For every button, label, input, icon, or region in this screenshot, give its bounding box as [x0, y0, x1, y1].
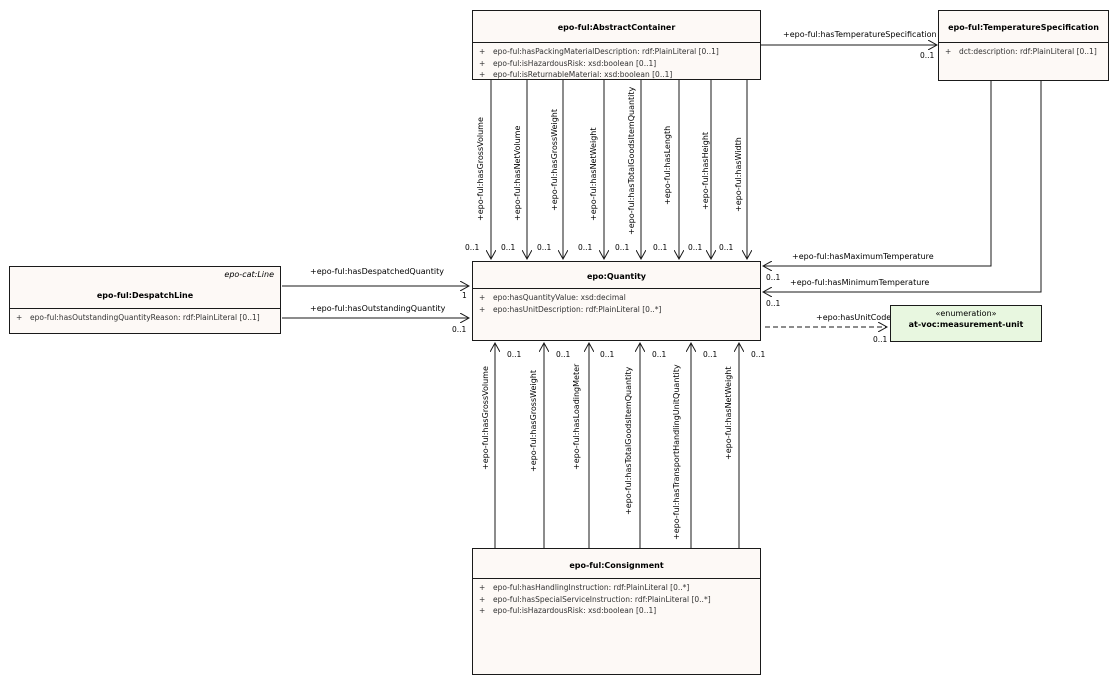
consignment-class[interactable]: epo-ful:Consignment + epo-ful:hasHandling…: [472, 548, 761, 675]
quantity-title: epo:Quantity: [586, 272, 647, 281]
min-temperature-link[interactable]: [763, 81, 1042, 292]
class-attribute: + epo-ful:hasPackingMaterialDescription: …: [473, 46, 760, 58]
container-link-label: +epo-ful:hasTotalGoodsItemQuantity: [627, 86, 636, 235]
container-link-mult: 0..1: [537, 243, 552, 252]
container-link-mult: 0..1: [688, 243, 703, 252]
container-link-label: +epo-ful:hasGrossVolume: [476, 117, 485, 221]
abstract-container-class[interactable]: epo-ful:AbstractContainer + epo-ful:hasPa…: [472, 10, 761, 80]
outstanding-qty-label: +epo-ful:hasOutstandingQuantity: [310, 304, 446, 313]
consignment-link-mult: 0..1: [556, 350, 571, 359]
temperature-spec-label: +epo-ful:hasTemperatureSpecification: [783, 30, 937, 39]
attribute-text: epo:hasQuantityValue: xsd:decimal: [493, 293, 626, 302]
outstanding-qty-mult: 0..1: [452, 325, 467, 334]
min-temperature-mult: 0..1: [766, 299, 781, 308]
unit-code-label: +epo:hasUnitCode: [816, 313, 891, 322]
container-link-label: +epo-ful:hasHeight: [701, 132, 710, 210]
measurement-unit-enum[interactable]: «enumeration» at-voc:measurement-unit: [890, 305, 1042, 342]
class-divider: [473, 288, 760, 289]
container-links-group: +epo-ful:hasGrossVolume +epo-ful:hasNetV…: [465, 79, 747, 259]
class-divider: [939, 42, 1108, 43]
class-attribute: + epo-ful:hasHandlingInstruction: rdf:Pla…: [473, 582, 760, 594]
despatched-qty-label: +epo-ful:hasDespatchedQuantity: [310, 267, 444, 276]
container-link-label: +epo-ful:hasNetVolume: [513, 126, 522, 221]
visibility-marker: +: [479, 606, 486, 615]
consignment-link-mult: 0..1: [751, 350, 766, 359]
class-divider: [473, 42, 760, 43]
despatch-line-class[interactable]: epo-cat:Line epo-ful:DespatchLine + epo-f…: [9, 266, 281, 334]
visibility-marker: +: [479, 47, 486, 56]
temperature-spec-mult: 0..1: [920, 51, 935, 60]
visibility-marker: +: [479, 70, 486, 79]
container-link-mult: 0..1: [615, 243, 630, 252]
class-attribute: + epo:hasQuantityValue: xsd:decimal: [473, 292, 760, 304]
despatched-qty-mult: 1: [462, 291, 467, 300]
attribute-text: epo-ful:hasOutstandingQuantityReason: rd…: [30, 313, 260, 322]
despatch-line-stereotype: epo-cat:Line: [224, 270, 274, 279]
attribute-text: epo-ful:isHazardousRisk: xsd:boolean [0.…: [493, 58, 657, 68]
container-link-label: +epo-ful:hasLength: [663, 126, 672, 205]
consignment-link-label: +epo-ful:hasGrossVolume: [481, 366, 490, 470]
consignment-link-mult: 0..1: [600, 350, 615, 359]
attribute-text: epo-ful:hasPackingMaterialDescription: r…: [493, 47, 719, 56]
container-link-label: +epo-ful:hasNetWeight: [589, 128, 598, 222]
attribute-text: epo-ful:hasHandlingInstruction: rdf:Plai…: [493, 583, 690, 592]
visibility-marker: +: [16, 313, 23, 322]
class-divider: [10, 308, 280, 309]
class-divider: [473, 578, 760, 579]
temperature-spec-title: epo-ful:TemperatureSpecification: [948, 23, 1099, 32]
consignment-link-mult: 0..1: [507, 350, 522, 359]
visibility-marker: +: [479, 304, 486, 314]
max-temperature-label: +epo-ful:hasMaximumTemperature: [792, 252, 934, 261]
visibility-marker: +: [479, 583, 486, 592]
class-attribute: + epo-ful:hasOutstandingQuantityReason: r…: [10, 312, 280, 324]
attribute-text: epo-ful:hasSpecialServiceInstruction: rd…: [493, 594, 711, 604]
class-attribute: + epo-ful:hasSpecialServiceInstruction: r…: [473, 594, 760, 606]
attribute-text: dct:description: rdf:PlainLiteral [0..1]: [959, 47, 1097, 56]
class-attribute: + epo-ful:isHazardousRisk: xsd:boolean [0…: [473, 605, 760, 617]
max-temperature-mult: 0..1: [766, 273, 781, 282]
measurement-unit-stereotype: «enumeration»: [935, 309, 997, 318]
max-temperature-link[interactable]: [763, 81, 992, 266]
attribute-text: epo-ful:isReturnableMaterial: xsd:boolea…: [493, 70, 673, 79]
min-temperature-label: +epo-ful:hasMinimumTemperature: [790, 278, 929, 287]
consignment-links-group: +epo-ful:hasGrossVolume +epo-ful:hasGros…: [481, 343, 766, 548]
class-attribute: + epo:hasUnitDescription: rdf:PlainLitera…: [473, 304, 760, 316]
consignment-link-label: +epo-ful:hasTotalGoodsItemQuantity: [624, 366, 633, 515]
consignment-title: epo-ful:Consignment: [569, 561, 664, 570]
measurement-unit-title: at-voc:measurement-unit: [908, 320, 1024, 329]
attribute-text: epo:hasUnitDescription: rdf:PlainLiteral…: [493, 304, 662, 314]
consignment-link-label: +epo-ful:hasNetWeight: [724, 367, 733, 461]
visibility-marker: +: [479, 58, 486, 68]
despatch-line-title: epo-ful:DespatchLine: [96, 291, 194, 300]
container-link-mult: 0..1: [719, 243, 734, 252]
visibility-marker: +: [479, 293, 486, 302]
consignment-link-label: +epo-ful:hasGrossWeight: [529, 370, 538, 472]
container-link-mult: 0..1: [578, 243, 593, 252]
container-link-mult: 0..1: [501, 243, 516, 252]
container-link-mult: 0..1: [653, 243, 668, 252]
class-attribute: + epo-ful:isReturnableMaterial: xsd:boole…: [473, 69, 760, 81]
class-attribute: + dct:description: rdf:PlainLiteral [0..1…: [939, 46, 1108, 58]
consignment-link-label: +epo-ful:hasTransportHandlingUnitQuantit…: [672, 364, 681, 540]
consignment-link-label: +epo-ful:hasLoadingMeter: [572, 363, 581, 470]
visibility-marker: +: [945, 47, 952, 56]
container-link-label: +epo-ful:hasGrossWeight: [550, 109, 559, 211]
consignment-link-mult: 0..1: [652, 350, 667, 359]
temperature-spec-class[interactable]: epo-ful:TemperatureSpecification + dct:de…: [938, 10, 1109, 81]
container-link-mult: 0..1: [465, 243, 480, 252]
visibility-marker: +: [479, 594, 486, 604]
abstract-container-title: epo-ful:AbstractContainer: [557, 23, 676, 32]
quantity-class[interactable]: epo:Quantity + epo:hasQuantityValue: xsd:…: [472, 261, 761, 341]
class-attribute: + epo-ful:isHazardousRisk: xsd:boolean [0…: [473, 58, 760, 70]
consignment-link-mult: 0..1: [703, 350, 718, 359]
unit-code-mult: 0..1: [873, 335, 888, 344]
container-link-label: +epo-ful:hasWidth: [734, 137, 743, 212]
attribute-text: epo-ful:isHazardousRisk: xsd:boolean [0.…: [493, 606, 657, 615]
